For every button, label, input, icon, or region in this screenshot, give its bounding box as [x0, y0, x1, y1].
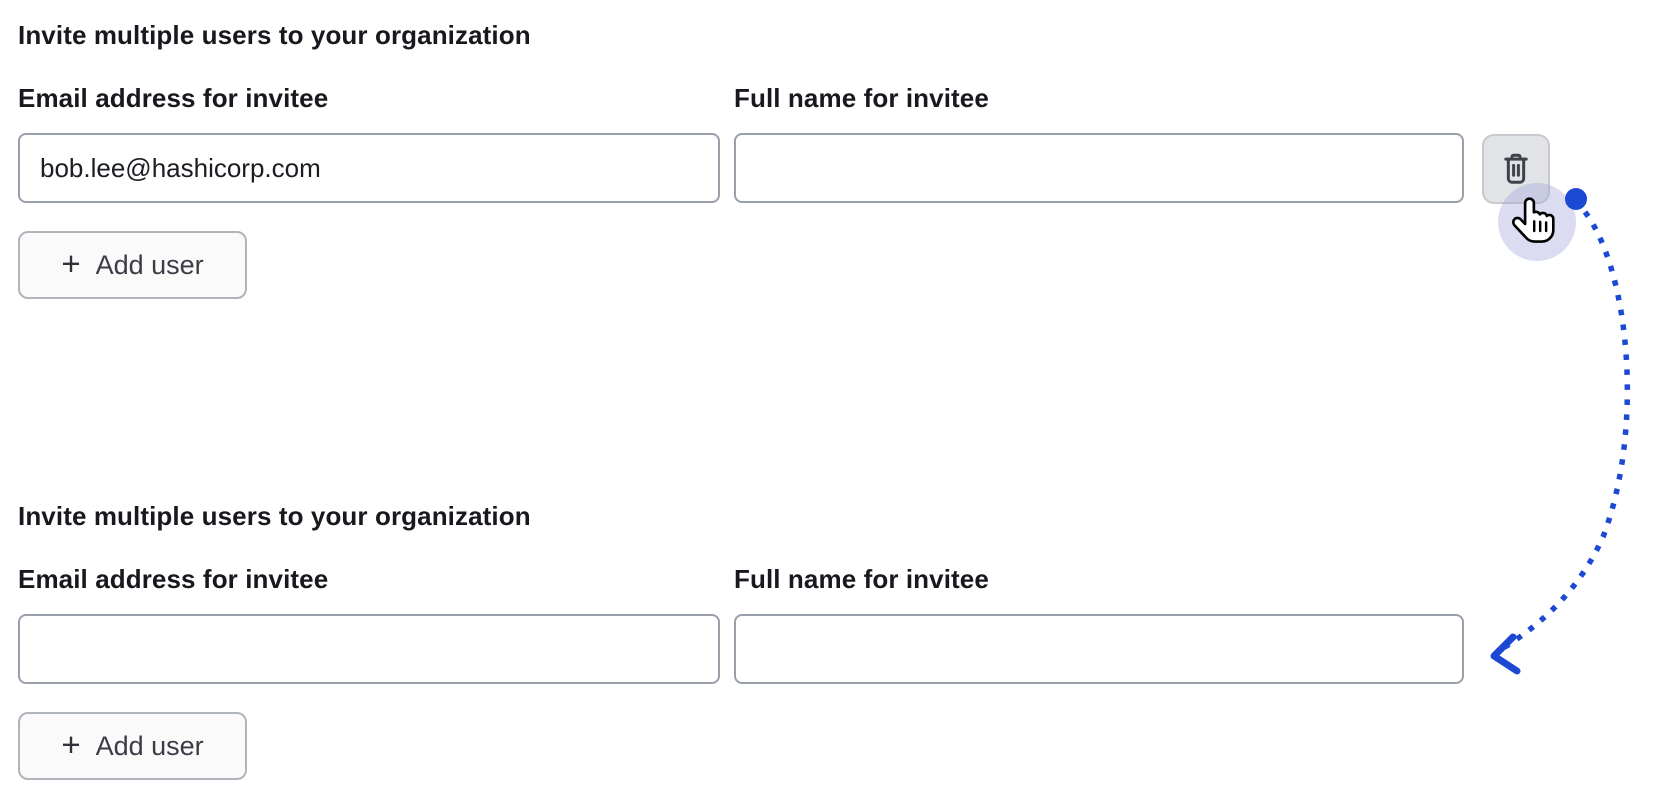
plus-icon: + — [61, 725, 81, 763]
add-user-button[interactable]: + Add user — [18, 231, 247, 299]
full-name-field[interactable] — [734, 133, 1464, 203]
full-name-field[interactable] — [734, 614, 1464, 684]
name-label: Full name for invitee — [734, 564, 989, 594]
invite-form-after: Invite multiple users to your organizati… — [0, 481, 1672, 800]
email-field[interactable] — [18, 133, 720, 203]
email-label: Email address for invitee — [18, 564, 329, 594]
delete-row-button[interactable] — [1482, 134, 1550, 204]
page-title: Invite multiple users to your organizati… — [18, 501, 531, 531]
email-field[interactable] — [18, 614, 720, 684]
plus-icon: + — [61, 244, 81, 282]
trash-icon — [1498, 149, 1534, 189]
email-label: Email address for invitee — [18, 83, 329, 113]
name-label: Full name for invitee — [734, 83, 989, 113]
add-user-label: Add user — [95, 730, 204, 761]
add-user-label: Add user — [95, 249, 204, 280]
invite-form-before: Invite multiple users to your organizati… — [0, 0, 1672, 320]
add-user-button[interactable]: + Add user — [18, 712, 247, 780]
page-title: Invite multiple users to your organizati… — [18, 20, 531, 50]
